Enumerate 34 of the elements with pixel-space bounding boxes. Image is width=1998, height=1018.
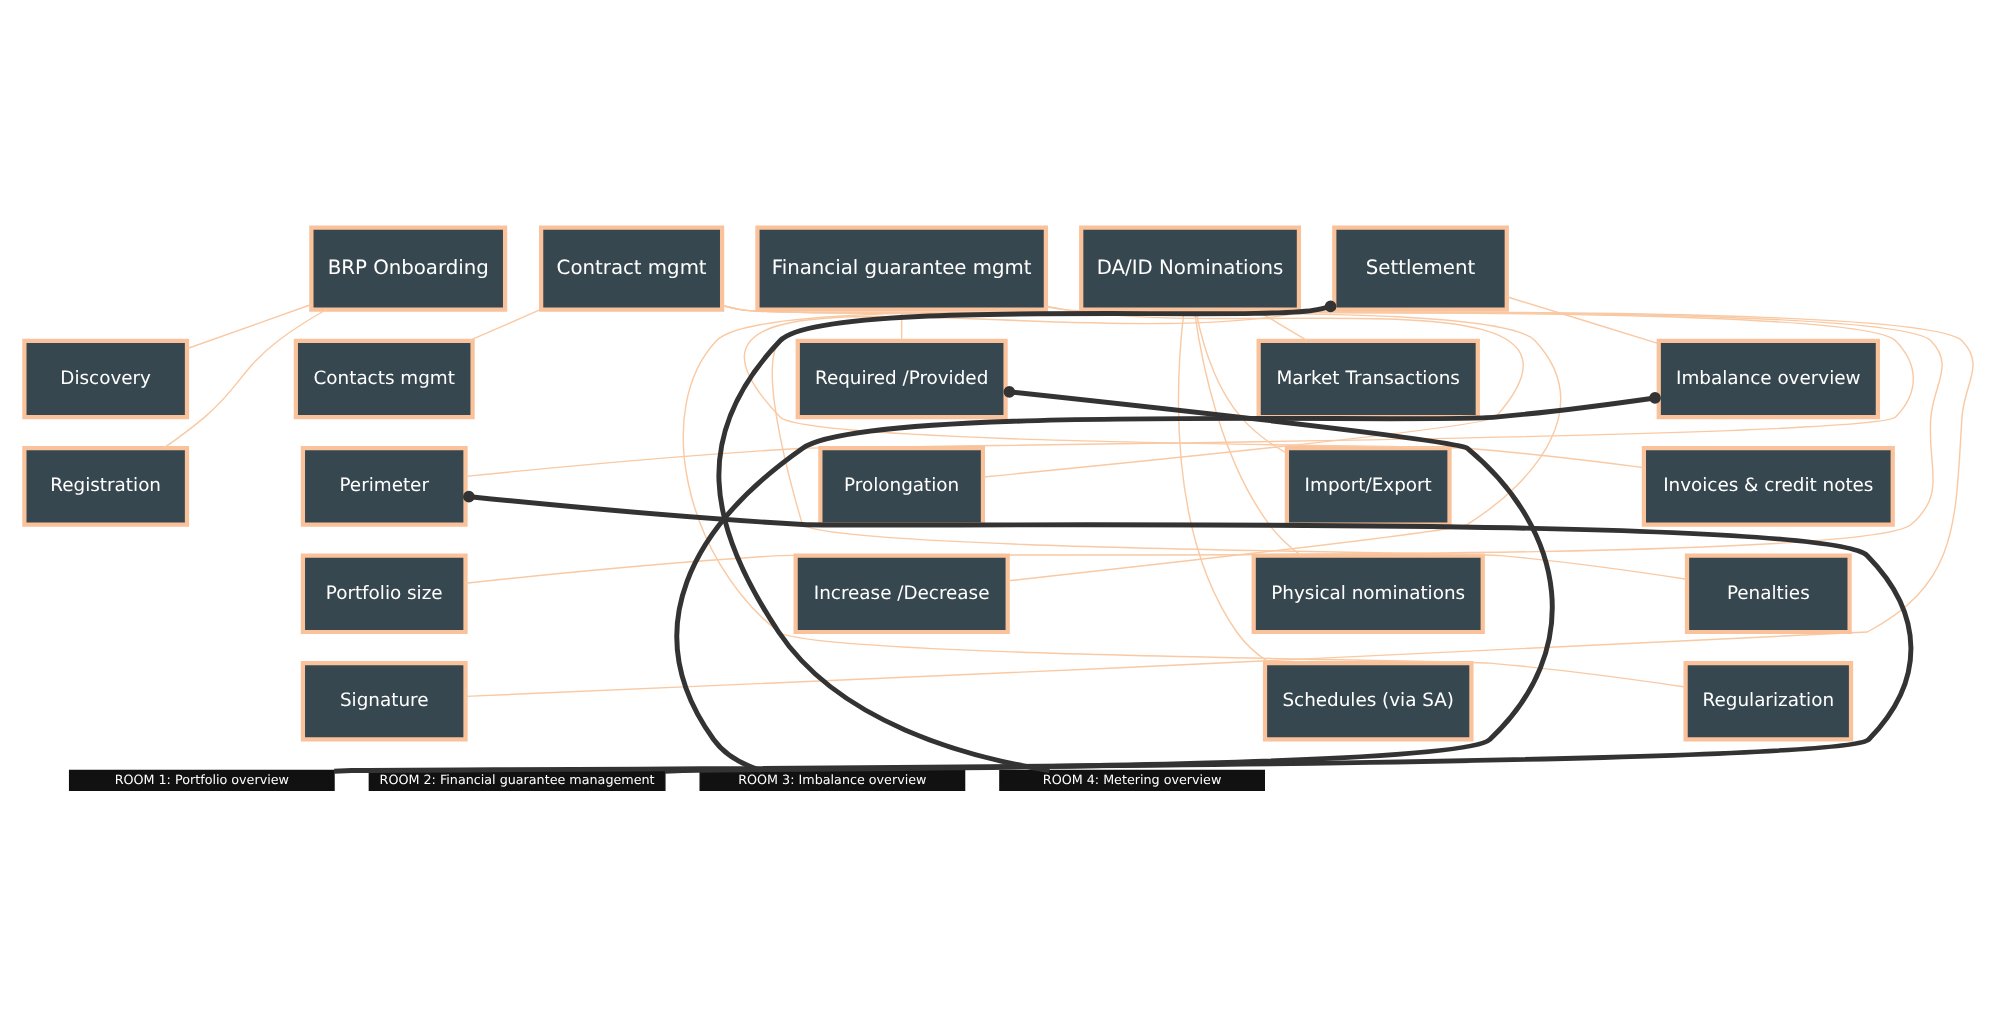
node-box: Import/Export — [1284, 446, 1452, 527]
node-box: Prolongation — [818, 446, 986, 527]
node-box: Physical nominations — [1251, 553, 1485, 635]
connector — [1506, 296, 1660, 345]
connector — [186, 303, 312, 350]
node-box: Invoices & credit notes — [1641, 446, 1895, 527]
node-box: Increase /Decrease — [793, 553, 1010, 635]
node-box: Regularization — [1683, 661, 1854, 742]
node-box: Settlement — [1332, 225, 1509, 312]
connector — [334, 490, 1913, 774]
node-box: Schedules (via SA) — [1262, 661, 1474, 742]
node-box: Required /Provided — [795, 338, 1008, 420]
connector — [1177, 309, 1270, 664]
connector — [982, 305, 1524, 478]
node-box: Financial guarantee mgmt — [755, 225, 1048, 312]
connector — [464, 304, 1974, 698]
node-box: Perimeter — [300, 446, 468, 527]
connector — [162, 309, 327, 449]
connector — [1193, 309, 1302, 557]
connector — [900, 309, 903, 342]
connector — [716, 300, 1337, 773]
node-box: Penalties — [1684, 553, 1852, 635]
connector — [1255, 309, 1308, 342]
node-box: Portfolio size — [300, 553, 468, 635]
node-box: Discovery — [22, 338, 190, 420]
node-box: Imbalance overview — [1656, 338, 1880, 420]
node-box: DA/ID Nominations — [1079, 225, 1302, 312]
node-box: Signature — [300, 661, 468, 742]
node-box: Contract mgmt — [539, 225, 725, 312]
node-box: Registration — [22, 446, 190, 527]
node-box: Market Transactions — [1256, 338, 1480, 420]
node-box: Contacts mgmt — [293, 338, 475, 420]
connector — [468, 308, 542, 342]
node-box: BRP Onboarding — [309, 225, 508, 312]
